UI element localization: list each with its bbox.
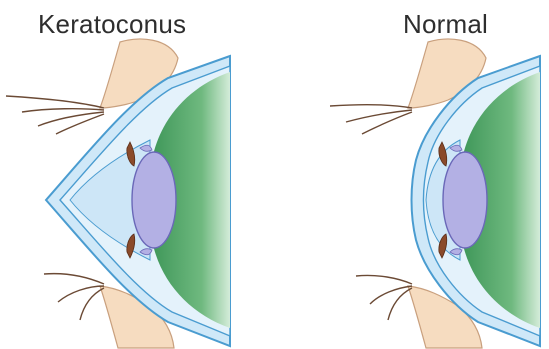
keratoconus-panel: Keratoconus — [0, 0, 275, 349]
lens — [443, 152, 487, 248]
normal-panel: Normal — [300, 0, 549, 349]
upper-eyelashes — [6, 96, 104, 134]
normal-eye-diagram — [300, 0, 549, 349]
lower-eyelashes — [356, 275, 412, 320]
lens — [132, 152, 176, 248]
lower-eyelashes — [44, 274, 104, 320]
upper-eyelashes — [330, 105, 412, 134]
keratoconus-eye-diagram — [0, 0, 275, 349]
